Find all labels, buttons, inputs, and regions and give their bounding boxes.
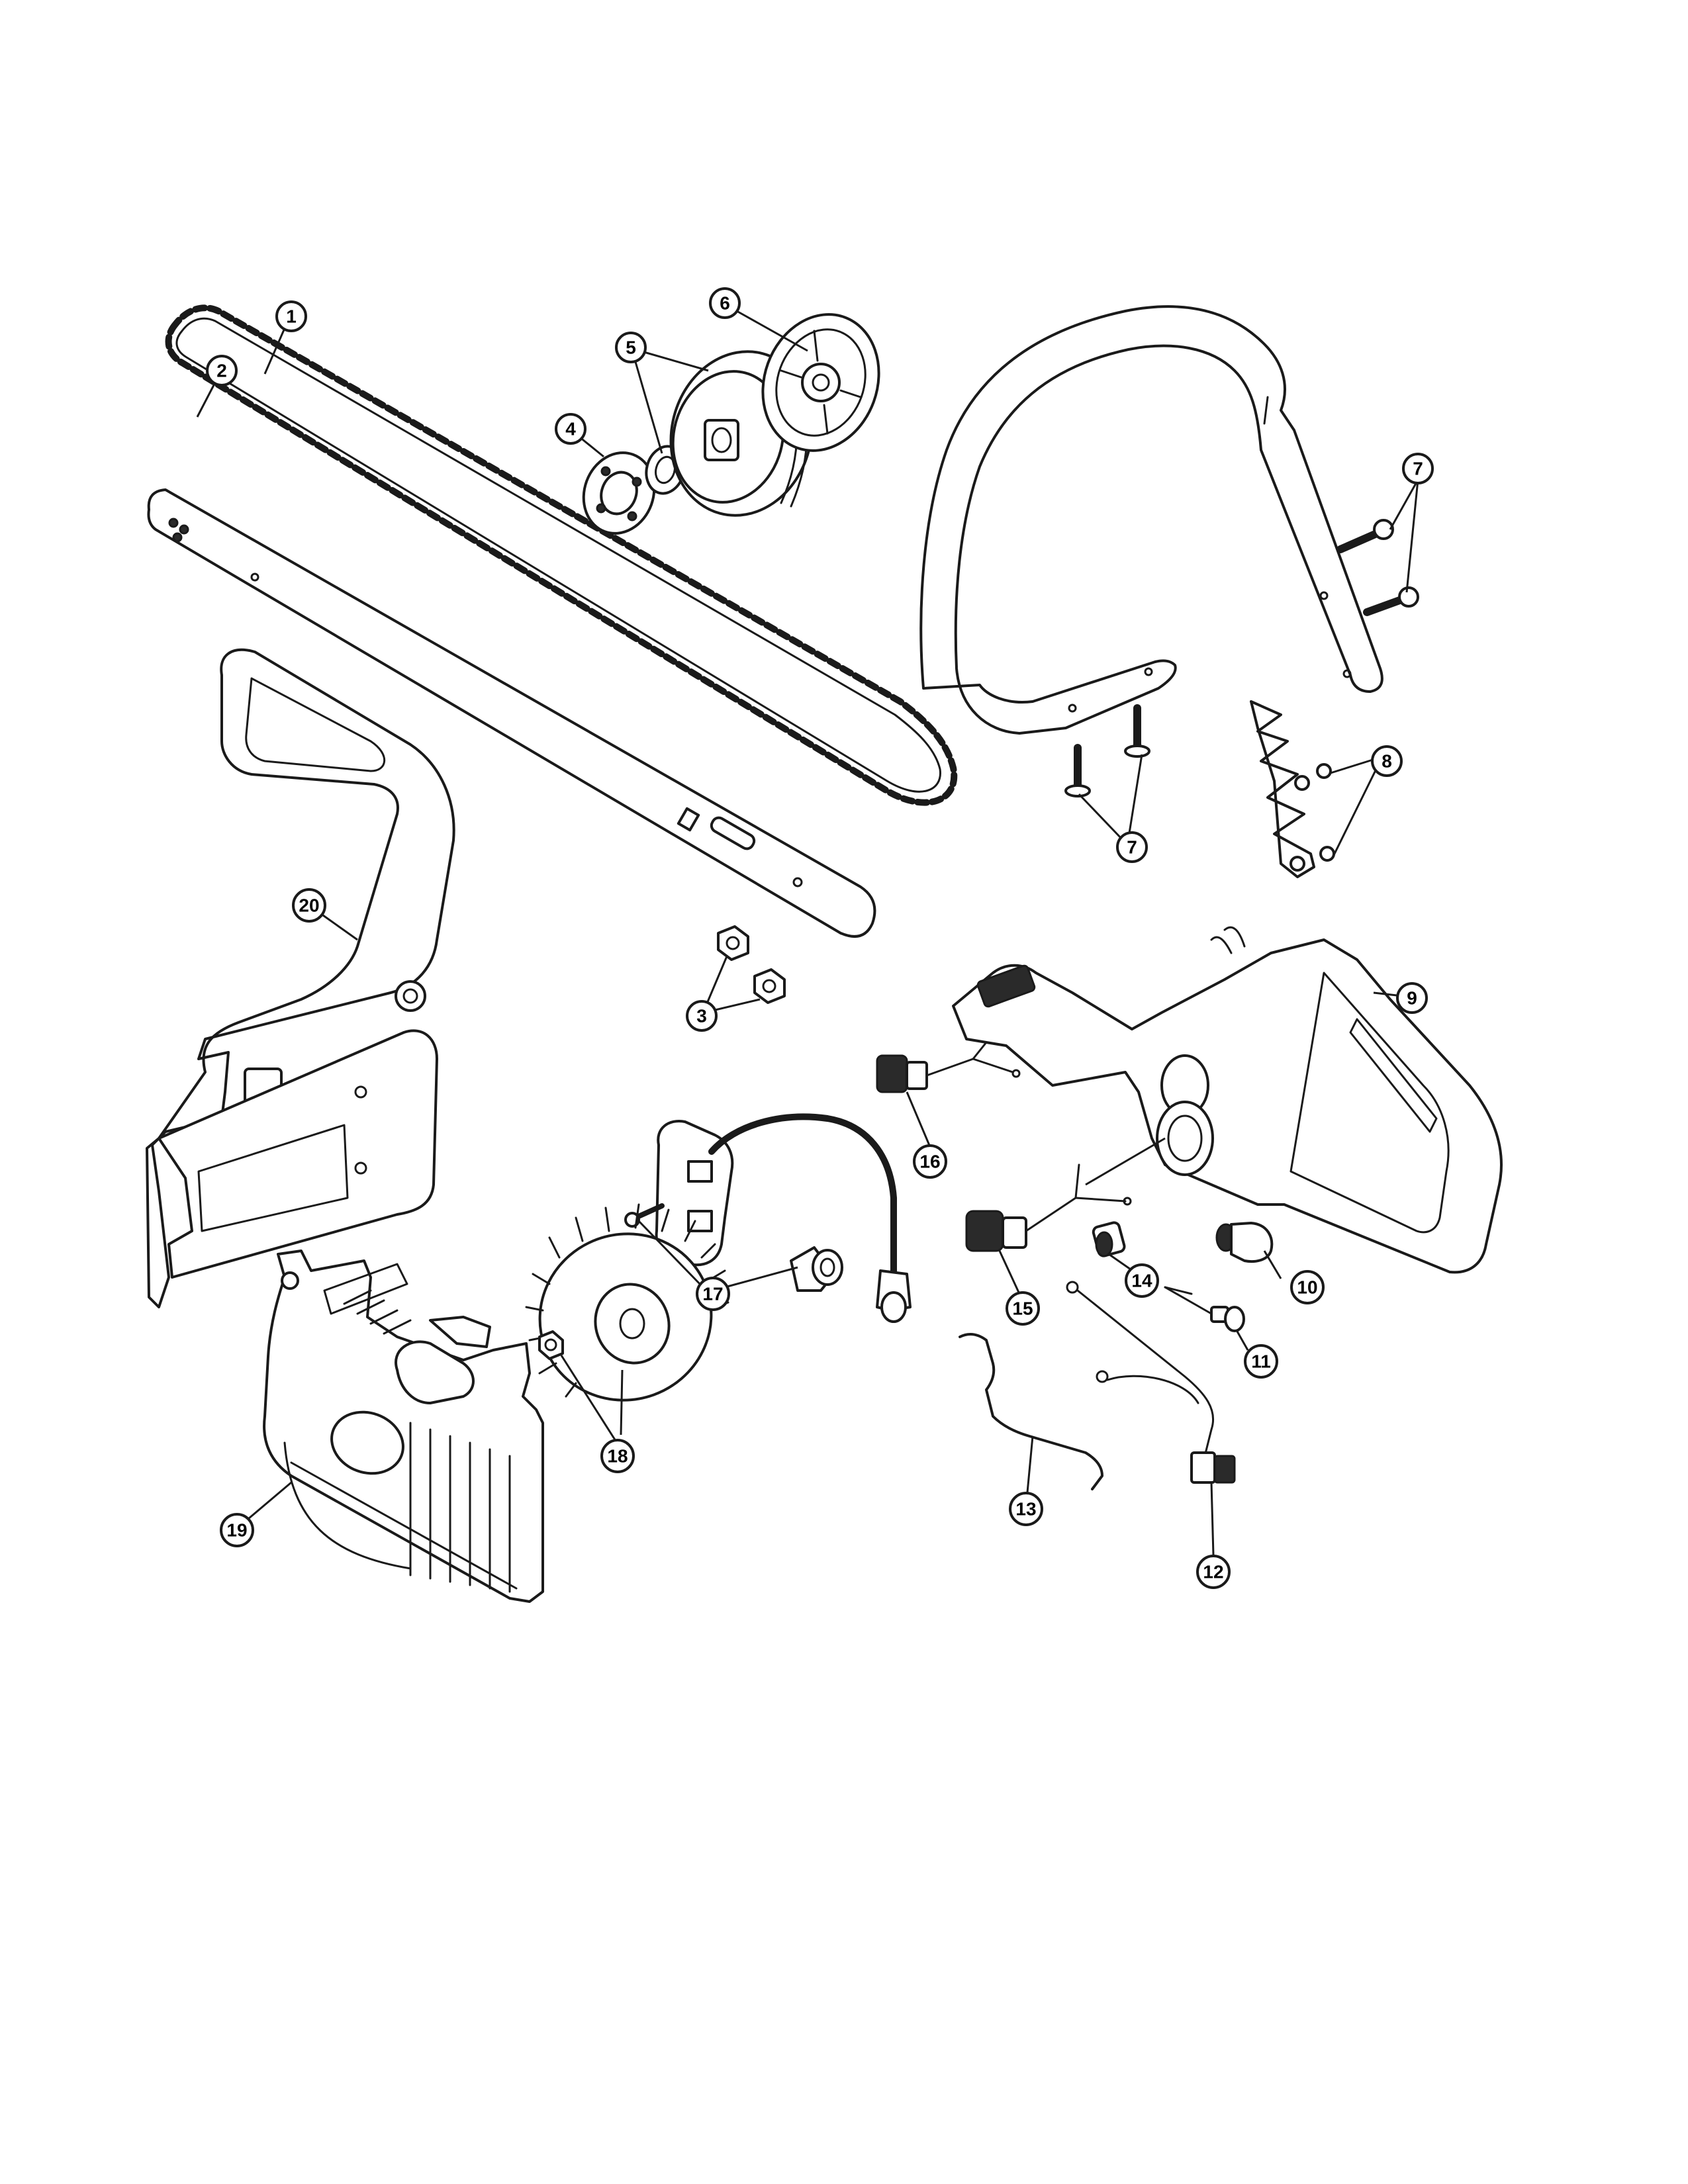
callout-5: 5: [615, 332, 647, 363]
svg-text:6: 6: [720, 293, 730, 314]
svg-text:4: 4: [565, 419, 576, 439]
callout-11: 11: [1244, 1344, 1278, 1379]
saw-chain: [165, 304, 958, 806]
svg-text:14: 14: [1131, 1271, 1152, 1291]
svg-text:17: 17: [702, 1284, 723, 1304]
wire-rod: [959, 1333, 1103, 1490]
svg-text:13: 13: [1015, 1499, 1036, 1520]
oil-cap: [876, 1041, 1021, 1093]
callout-17: 17: [696, 1277, 730, 1311]
callout-16: 16: [913, 1144, 947, 1179]
callout-4: 4: [555, 413, 586, 445]
callout-2: 2: [206, 355, 238, 387]
callout-18: 18: [600, 1439, 635, 1473]
svg-text:19: 19: [226, 1520, 247, 1541]
svg-text:8: 8: [1382, 751, 1392, 772]
bar-nuts: [717, 925, 786, 1004]
callout-7-right: 7: [1402, 453, 1434, 484]
svg-text:18: 18: [607, 1446, 628, 1467]
callout-12: 12: [1196, 1555, 1231, 1589]
callout-7-bottom: 7: [1116, 831, 1148, 863]
callout-20: 20: [292, 888, 326, 923]
starter-housing: [263, 1250, 544, 1603]
callout-14: 14: [1125, 1263, 1159, 1298]
svg-text:15: 15: [1012, 1298, 1033, 1319]
svg-text:20: 20: [299, 895, 319, 916]
callout-19: 19: [220, 1513, 254, 1547]
svg-text:7: 7: [1413, 459, 1423, 479]
rear-handle-housing: [952, 926, 1503, 1274]
rim-sprocket: [582, 451, 656, 535]
svg-text:3: 3: [696, 1006, 707, 1026]
svg-text:9: 9: [1407, 988, 1417, 1009]
svg-text:1: 1: [286, 306, 297, 327]
handle-screws-bottom: [1064, 704, 1150, 797]
guide-bar: [147, 488, 876, 938]
handle-screws-right: [1336, 519, 1419, 616]
bushing: [1092, 1221, 1126, 1257]
flywheel: [525, 1203, 729, 1402]
front-handle: [919, 305, 1383, 735]
bumper-spike: [1250, 700, 1335, 878]
stop-switch-harness: [1066, 1281, 1236, 1484]
callout-6: 6: [709, 287, 741, 319]
svg-text:16: 16: [919, 1152, 940, 1172]
callout-9: 9: [1396, 982, 1428, 1014]
svg-text:12: 12: [1203, 1562, 1223, 1582]
callout-1: 1: [275, 300, 307, 332]
callout-10: 10: [1290, 1270, 1325, 1304]
svg-text:5: 5: [626, 338, 636, 358]
callout-13: 13: [1009, 1492, 1043, 1526]
callout-15: 15: [1006, 1291, 1040, 1326]
svg-text:2: 2: [216, 361, 227, 381]
throttle-rod: [1164, 1286, 1245, 1332]
clutch: [761, 313, 880, 452]
callout-8: 8: [1371, 745, 1403, 777]
fuel-cap: [965, 1137, 1166, 1252]
callouts: 1 2 3 4 5 6 7 7 8 9 10 11 12 13 14 15 16…: [206, 287, 1434, 1589]
leader-lines: [196, 310, 1419, 1556]
primer-bulb: [1215, 1222, 1274, 1263]
chain-brake-cover: [158, 1029, 438, 1279]
svg-text:7: 7: [1127, 837, 1137, 858]
callout-3: 3: [686, 1000, 718, 1032]
svg-text:11: 11: [1251, 1351, 1271, 1372]
svg-text:10: 10: [1297, 1277, 1317, 1298]
